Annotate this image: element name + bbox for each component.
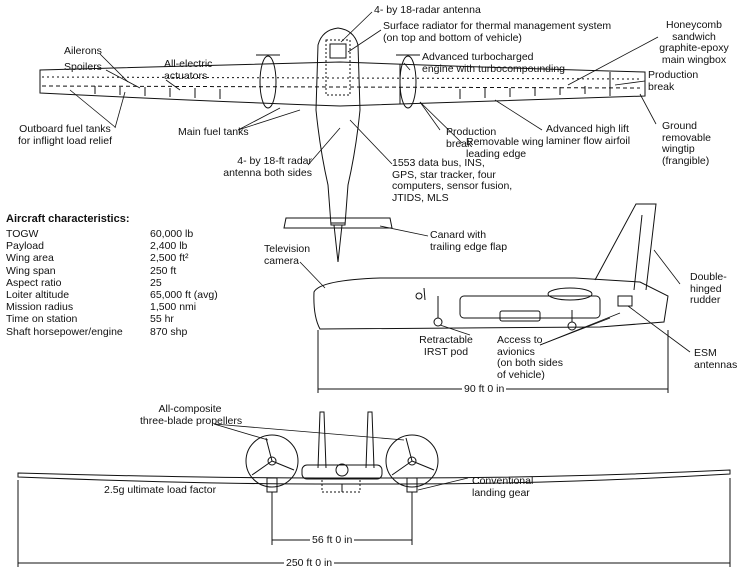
fuselage-side	[313, 277, 669, 330]
prop-spacing-dimension: 56 ft 0 in	[310, 534, 355, 546]
top-view	[39, 27, 646, 263]
front-leaders	[213, 423, 469, 491]
left-propeller-disc	[245, 434, 299, 488]
char-value: 250 ft	[150, 264, 177, 277]
callout-radar-sides: 4- by 18-ft radar antenna both sides	[223, 155, 312, 179]
callout-removable-leading-edge: Removable wing leading edge	[466, 136, 544, 160]
table-row: Payload 2,400 lb	[6, 240, 218, 252]
callout-avionics-list: 1553 data bus, INS, GPS, star tracker, f…	[392, 157, 513, 204]
char-name: Mission radius	[6, 301, 74, 314]
fuselage-top	[315, 27, 361, 226]
characteristics-table: TOGW 60,000 lb Payload 2,400 lb Wing area 2…	[6, 228, 218, 338]
vertical-tail-side	[594, 203, 657, 291]
callout-antenna-top: 4- by 18-radar antenna	[374, 4, 481, 16]
table-row: TOGW 60,000 lb	[6, 228, 218, 240]
callout-electric-actuators: All-electric actuators	[164, 58, 213, 82]
table-row: Mission radius 1,500 nmi	[6, 301, 218, 313]
callout-turbo-engine: Advanced turbocharged engine with turboc…	[422, 51, 566, 75]
front-view	[17, 411, 731, 567]
side-view	[313, 203, 669, 393]
char-name: Aspect ratio	[6, 276, 62, 289]
callout-esm-antennas: ESM antennas	[694, 347, 738, 371]
table-row: Wing area 2,500 ft²	[6, 252, 218, 264]
right-engine-nacelle	[399, 55, 417, 109]
callout-tv-camera: Television camera	[264, 243, 311, 267]
left-engine-nacelle	[259, 55, 277, 109]
callout-avionics-access: Access to avionics (on both sides of veh…	[497, 334, 563, 381]
char-name: Time on station	[6, 313, 78, 326]
top-leaders	[69, 11, 659, 237]
callout-surface-radiator: Surface radiator for thermal management …	[383, 20, 612, 44]
char-name: TOGW	[6, 228, 39, 240]
side-length-dimension: 90 ft 0 in	[462, 383, 507, 395]
char-name: Loiter altitude	[6, 289, 70, 302]
callout-landing-gear: Conventional landing gear	[472, 475, 534, 499]
callout-ground-wingtip: Ground removable wingtip (frangible)	[662, 120, 712, 167]
char-name: Wing span	[6, 264, 56, 277]
wing-planform	[39, 61, 646, 107]
char-value: 1,500 nmi	[150, 301, 197, 314]
control-surfaces	[94, 86, 586, 99]
char-value: 2,400 lb	[150, 240, 188, 253]
char-value: 55 hr	[150, 313, 174, 326]
callout-honeycomb-wingbox: Honeycomb sandwich graphite-epoxy main w…	[659, 19, 729, 66]
side-leaders	[299, 249, 691, 353]
table-row: Shaft horsepower/engine 870 shp	[6, 326, 218, 338]
callout-ailerons: Ailerons	[64, 45, 102, 57]
callout-outboard-tanks: Outboard fuel tanks for inflight load re…	[18, 123, 112, 147]
char-name: Wing area	[6, 252, 54, 265]
char-name: Payload	[6, 240, 44, 253]
callout-production-break-right: Production break	[648, 69, 699, 93]
callout-double-rudder: Double- hinged rudder	[690, 271, 727, 306]
char-value: 65,000 ft (avg)	[150, 289, 218, 302]
table-row: Time on station 55 hr	[6, 313, 218, 325]
callout-production-break-center: Production break	[446, 126, 497, 150]
char-value: 25	[150, 276, 162, 289]
table-row: Wing span 250 ft	[6, 265, 218, 277]
callout-high-lift-airfoil: Advanced high lift laminer flow airfoil	[546, 123, 631, 147]
callout-propellers: All-composite three-blade propellers	[140, 403, 243, 427]
callout-irst-pod: Retractable IRST pod	[419, 334, 473, 358]
char-name: Shaft horsepower/engine	[6, 325, 123, 338]
table-row: Aspect ratio 25	[6, 277, 218, 289]
callout-canard: Canard with trailing edge flap	[430, 229, 508, 253]
right-propeller-disc	[385, 434, 439, 488]
char-value: 60,000 lb	[150, 228, 194, 240]
characteristics-title: Aircraft characteristics:	[6, 213, 130, 225]
callout-load-factor: 2.5g ultimate load factor	[104, 484, 217, 496]
char-value: 2,500 ft²	[150, 252, 189, 265]
wing-front	[17, 469, 731, 485]
char-value: 870 shp	[150, 325, 188, 338]
callout-spoilers: Spoilers	[64, 61, 102, 73]
span-dimension: 250 ft 0 in	[284, 557, 335, 569]
canard	[283, 217, 393, 229]
callout-main-fuel-tanks: Main fuel tanks	[178, 126, 249, 138]
table-row: Loiter altitude 65,000 ft (avg)	[6, 289, 218, 301]
